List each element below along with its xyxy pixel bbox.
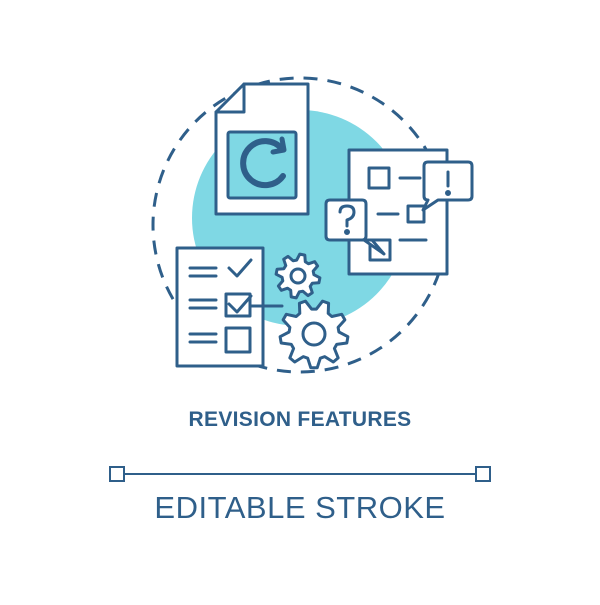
gear-icon — [274, 252, 350, 370]
small-gear-icon-hole — [289, 267, 307, 285]
title-text: REVISION FEATURES — [188, 408, 412, 431]
checklist-icon — [175, 246, 284, 368]
large-gear-icon — [278, 299, 350, 370]
large-gear-icon-hole — [301, 321, 327, 347]
small-gear-icon — [274, 252, 322, 300]
exclamation-bubble-icon — [421, 160, 474, 212]
separator-line — [109, 466, 491, 482]
refresh-document-icon — [214, 82, 310, 216]
question-bubble-icon — [324, 198, 386, 256]
subtitle-text: EDITABLE STROKE — [154, 490, 446, 525]
